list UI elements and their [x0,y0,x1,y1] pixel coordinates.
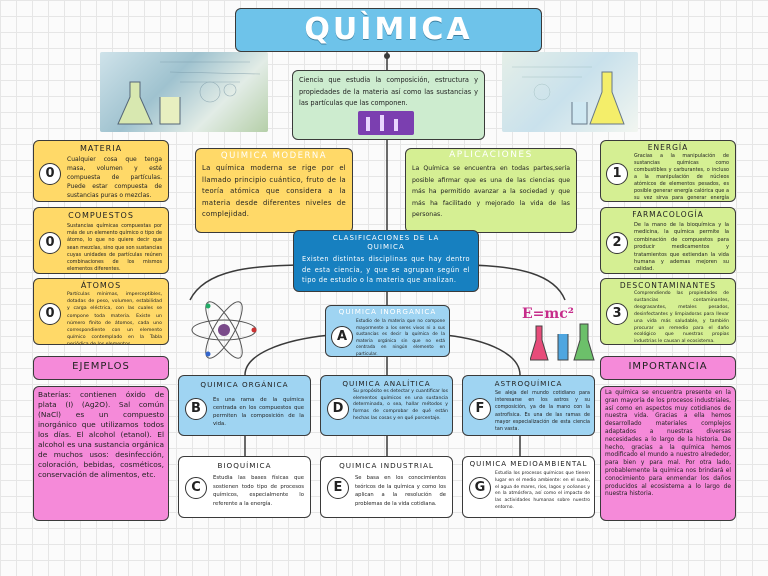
lab-photo-right [502,52,638,132]
ejemplos-title: EJEMPLOS [72,361,130,372]
bioquimica-text: Estudia las bases físicas que sostienen … [213,475,304,507]
descontaminantes-box: DESCONTAMINANTES 3 Comprendiendo las pro… [600,278,736,345]
medioambiental-box: QUIMICA MEDIOAMBIENTAL G Estudia los pro… [462,456,595,518]
descontaminantes-number: 3 [606,303,628,325]
atomos-title: ÁTOMOS [80,281,122,290]
ejemplos-text: Baterías: contienen óxido de plata (I) (… [38,390,164,479]
farmacologia-number: 2 [606,232,628,254]
astroquimica-text: Se aleja del mundo cotidiano para intere… [495,391,590,433]
organica-letter: B [185,398,207,420]
astroquimica-box: ASTROQUÍMICA F Se aleja del mundo cotidi… [462,375,595,436]
title-box: QUÌMICA [235,8,542,52]
microscope-image [358,111,414,135]
industrial-text: Se basa en los conocimientos teóricos de… [355,475,446,507]
descontaminantes-text: Comprendiendo las propiedades de sustanc… [634,291,729,345]
industrial-letter: E [327,477,349,499]
medioambiental-letter: G [469,477,491,499]
aplicaciones-box: APLICACIONES La Química se encuentra en … [405,148,577,233]
organica-text: Es una rama de la química centrada en lo… [213,397,304,427]
ejemplos-header: EJEMPLOS [33,356,169,380]
materia-box: MATERIA 0 Cualquier cosa que tenga masa,… [33,140,169,202]
bioquimica-letter: C [185,477,207,499]
farmacologia-box: FARMACOLOGÍA 2 De la mano de la bioquími… [600,207,736,274]
atomos-box: ÁTOMOS 0 Partículas mínimas, imperceptib… [33,278,169,345]
energia-text: Gracias a la manipulación de sustancias … [634,153,729,201]
moderna-text: La química moderna se rige por el llamad… [202,164,346,218]
importancia-title: IMPORTANCIA [628,361,708,372]
energia-number: 1 [606,163,628,185]
industrial-box: QUIMICA INDUSTRIAL E Se basa en los cono… [320,456,453,518]
compuestos-number: 0 [39,232,61,254]
astroquimica-letter: F [469,398,491,420]
moderna-title: QUIMICA MODERNA [220,151,328,161]
intro-text: Ciencia que estudia la composición, estr… [299,76,478,107]
medioambiental-title: QUIMICA MEDIOAMBIENTAL [469,460,588,468]
lab-photo-left [100,52,268,132]
energia-title: ENERGÍA [647,143,689,152]
importancia-header: IMPORTANCIA [600,356,736,380]
analitica-text: Su propósito es detectar y cuantificar l… [353,389,448,421]
analitica-title: QUIMICA ANALÍTICA [342,379,431,388]
organica-title: QUIMICA ORGÁNICA [200,380,289,389]
compuestos-title: COMPUESTOS [68,211,134,220]
astroquimica-title: ASTROQUÍMICA [494,379,563,388]
importancia-text: La química se encuentra presente en la g… [605,390,731,498]
materia-title: MATERIA [79,144,123,153]
compuestos-box: COMPUESTOS 0 Sustancias químicas compues… [33,207,169,274]
inorganica-title: QUIMICA INORGANICA [338,307,437,316]
inorganica-letter: A [331,326,353,348]
aplicaciones-text: La Química se encuentra en todas partes,… [412,165,570,218]
bioquimica-box: BIOQUÍMICA C Estudia las bases físicas q… [178,456,311,518]
descontaminantes-title: DESCONTAMINANTES [619,281,717,290]
analitica-box: QUIMICA ANALÍTICA D Su propósito es dete… [320,375,453,436]
clasificaciones-text: Existen distintas disciplinas que hay de… [302,255,470,284]
atom-icon [191,301,257,359]
beaker-icon [512,66,625,125]
formula-text: E=mc² [522,306,574,322]
farmacologia-title: FARMACOLOGÍA [632,210,704,219]
moderna-box: QUIMICA MODERNA La química moderna se ri… [195,148,353,233]
intro-box: Ciencia que estudia la composición, estr… [292,70,485,140]
farmacologia-text: De la mano de la bioquímica y la medicin… [634,222,729,273]
ejemplos-box: Baterías: contienen óxido de plata (I) (… [33,386,169,521]
industrial-title: QUIMICA INDUSTRIAL [339,461,434,470]
aplicaciones-title: APLICACIONES [449,150,533,160]
bioquimica-title: BIOQUÍMICA [217,461,272,470]
flasks-icon [530,323,595,361]
page-title: QUÌMICA [304,12,473,47]
clasificaciones-title: CLASIFICACIONES DE LA QUIMICA [332,234,440,251]
inorganica-text: Estudio de la materia que no compone may… [356,319,445,357]
atomos-text: Partículas mínimas, imperceptibles, dota… [67,292,162,345]
flask-icon [117,61,261,125]
clasificaciones-box: CLASIFICACIONES DE LA QUIMICA Existen di… [293,230,479,292]
compuestos-text: Sustancias químicas compuestas por más d… [67,223,162,273]
organica-box: QUIMICA ORGÁNICA B Es una rama de la quí… [178,375,311,436]
importancia-box: La química se encuentra presente en la g… [600,386,736,521]
medioambiental-text: Estudia los procesos químicos que tienen… [495,471,590,510]
materia-text: Cualquier cosa que tenga masa, volumen y… [67,156,162,199]
analitica-letter: D [327,398,349,420]
energia-box: ENERGÍA 1 Gracias a la manipulación de s… [600,140,736,202]
materia-number: 0 [39,163,61,185]
atomos-number: 0 [39,303,61,325]
inorganica-box: QUIMICA INORGANICA A Estudio de la mater… [325,305,450,357]
